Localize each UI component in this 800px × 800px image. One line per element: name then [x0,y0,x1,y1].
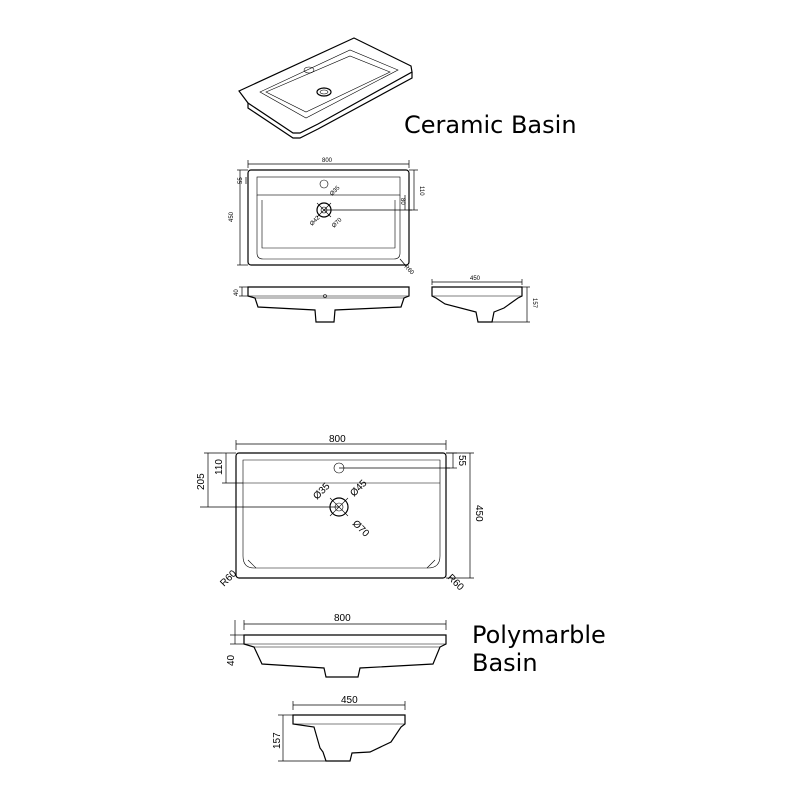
polymarble-plan-view [200,440,474,579]
ceramic-plan-view [237,160,418,267]
ceramic-front-view [239,286,410,323]
polymarble-plan-waste-outer-label: Ø70 [350,518,371,539]
polymarble-side-height-label: 157 [272,732,283,749]
polymarble-side-depth-label: 450 [341,695,358,706]
ceramic-side-height-label: 157 [531,298,537,309]
polymarble-plan-waste-hole-label: Ø45 [348,478,369,499]
polymarble-plan-waste-offset-b-label: 205 [196,473,207,490]
polymarble-plan-tap-offset-label: 55 [456,455,467,467]
ceramic-plan-depth-label: 450 [229,211,235,222]
polymarble-front-view [230,620,447,678]
polymarble-title-line2: Basin [472,649,538,677]
polymarble-plan-width-label: 800 [329,434,346,445]
polymarble-plan-tap-hole-label: Ø35 [311,481,332,502]
ceramic-plan-tap-hole-label: Ø35 [329,185,342,198]
ceramic-plan-waste-hole-label: Ø42 [309,215,322,228]
polymarble-title-line1: Polymarble [472,621,606,649]
ceramic-plan-tap-offset-label: 55 [238,177,244,184]
polymarble-plan-waste-offset-a-label: 110 [214,459,225,475]
polymarble-plan-depth-label: 450 [473,505,484,522]
ceramic-side-depth-label: 450 [470,276,481,282]
polymarble-front-width-label: 800 [334,613,351,624]
ceramic-plan-waste-outer-label: Ø70 [331,217,344,230]
polymarble-side-view [278,701,406,762]
ceramic-plan-radius-label: R60 [403,264,415,276]
ceramic-side-view [431,279,530,323]
ceramic-plan-width-label: 800 [322,158,333,164]
ceramic-plan-dim-80-label: 80 [399,198,405,205]
ceramic-plan-waste-offset-label: 110 [418,186,424,196]
polymarble-plan-radius-right-label: R60 [445,572,466,593]
ceramic-isometric-view [238,37,413,139]
ceramic-front-height-label: 40 [234,289,240,296]
ceramic-title: Ceramic Basin [404,111,577,139]
polymarble-front-height-label: 40 [226,654,237,666]
